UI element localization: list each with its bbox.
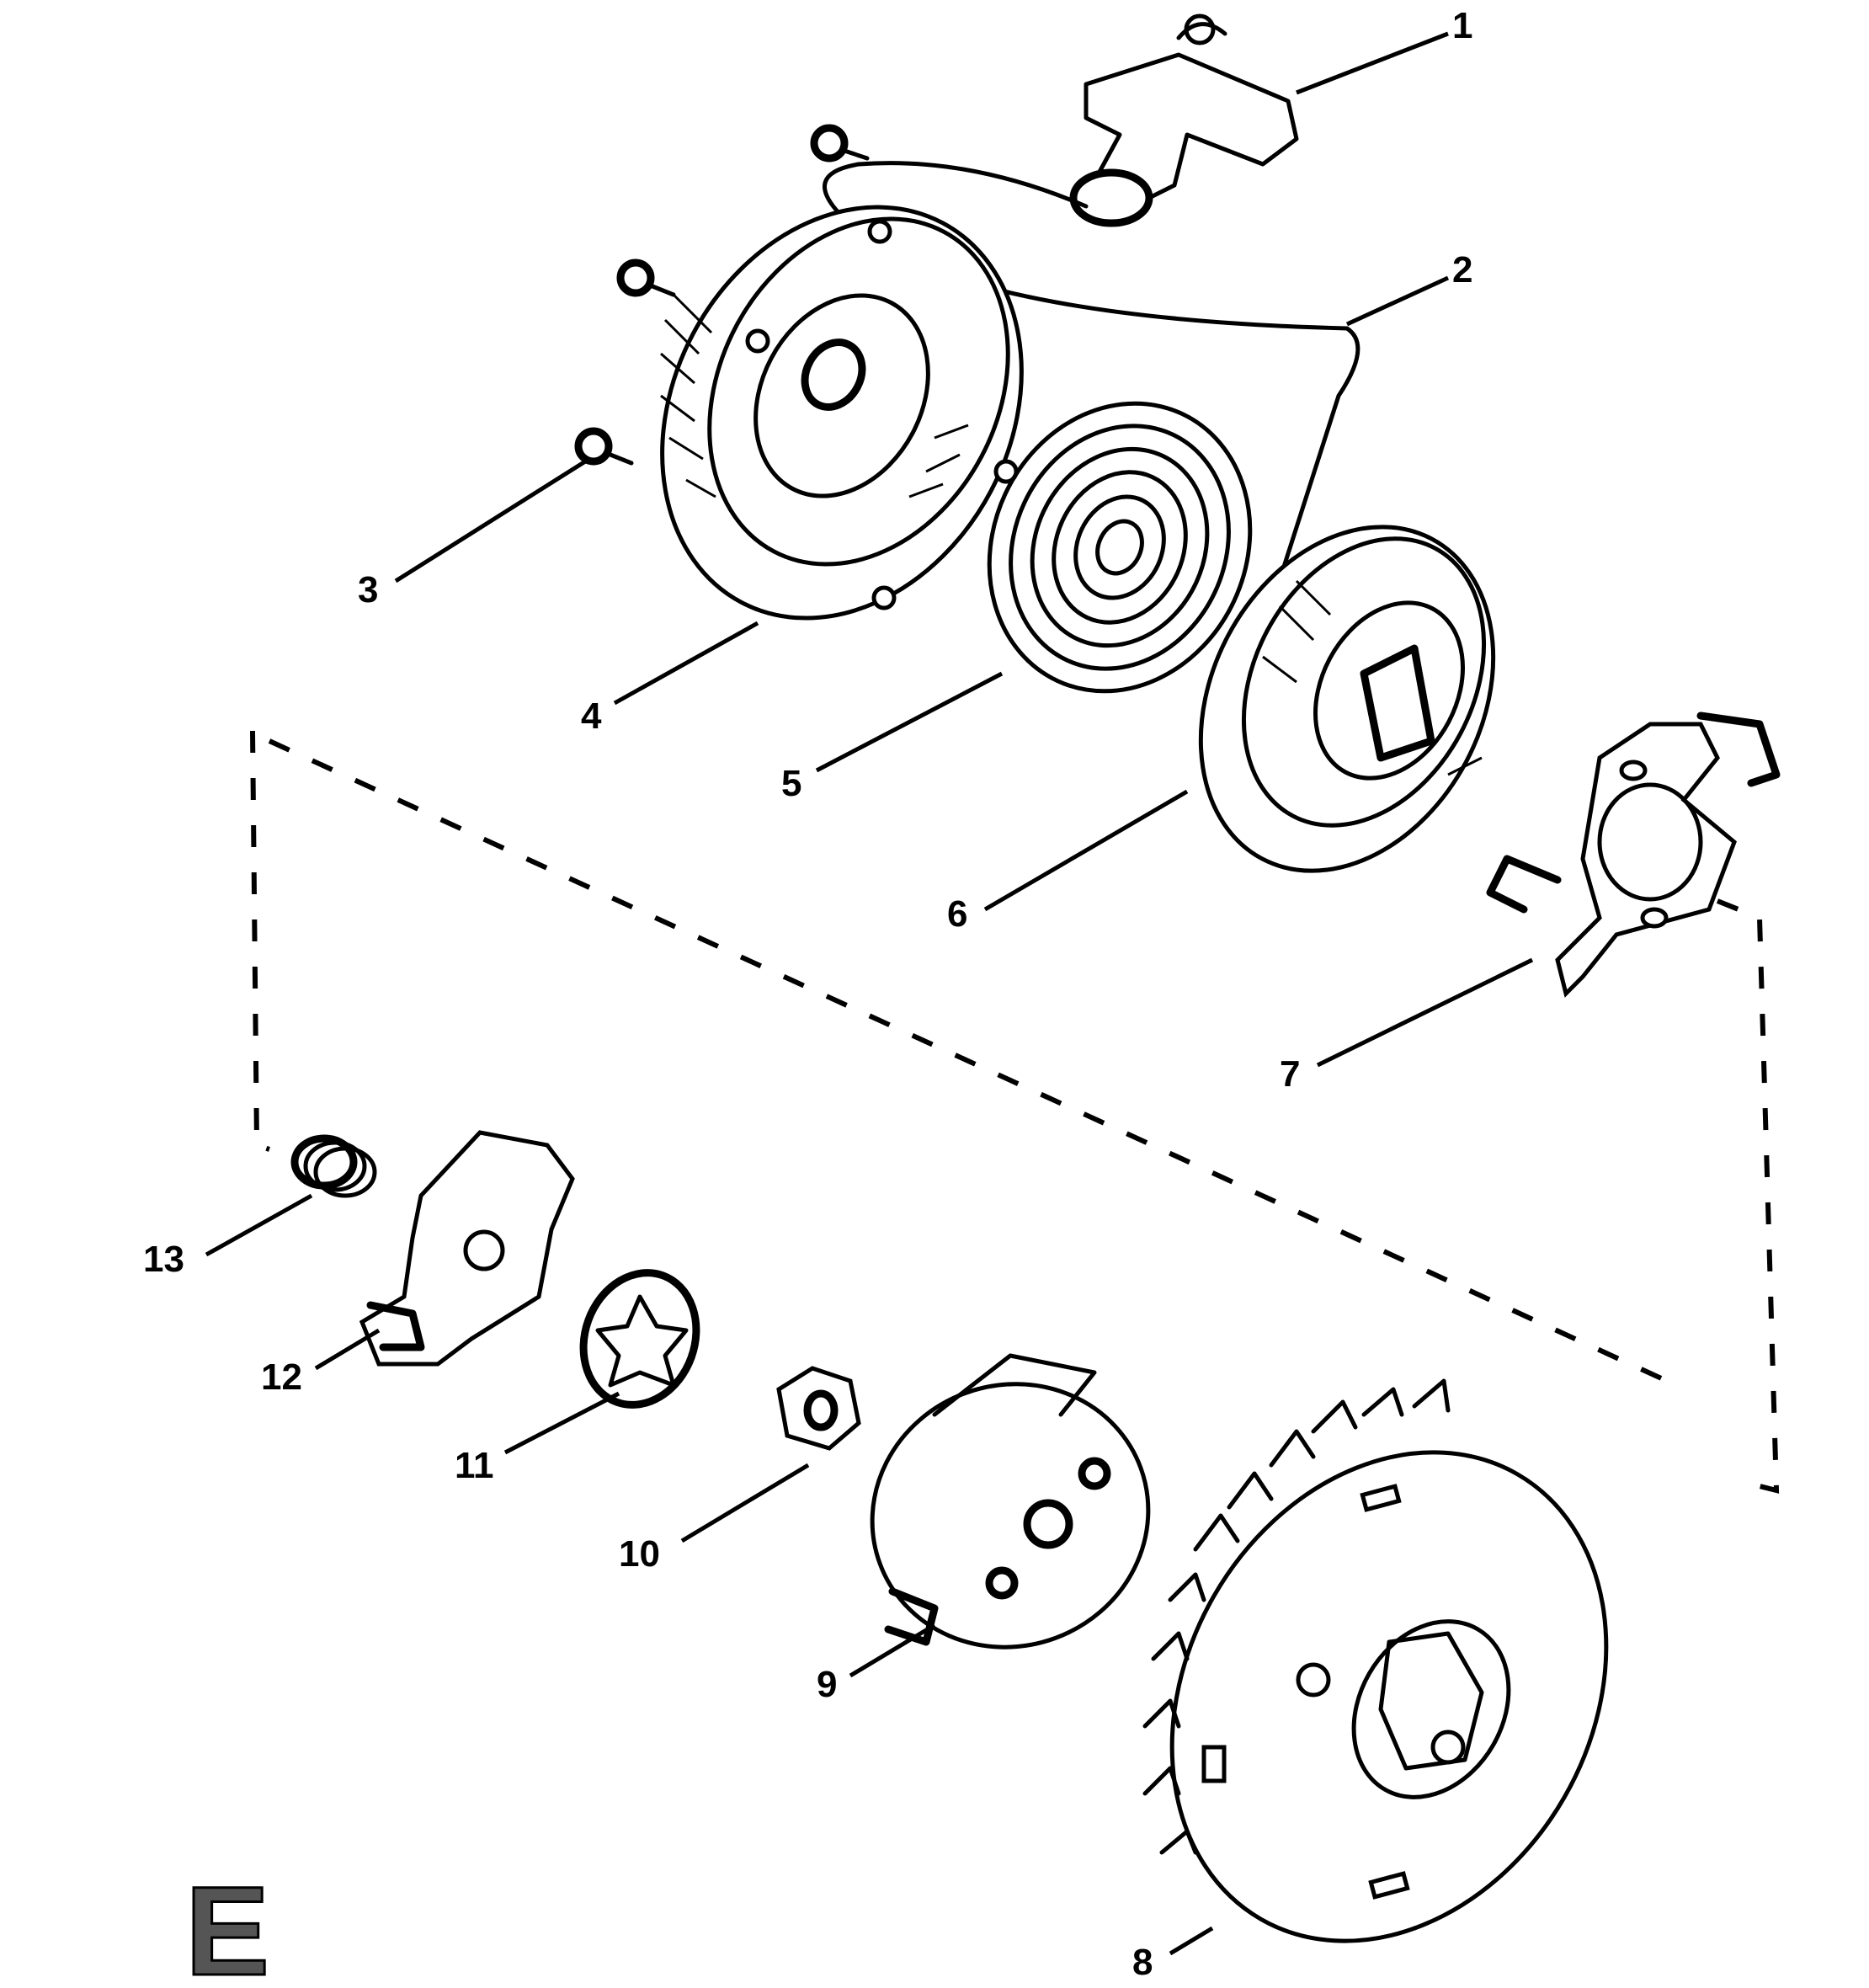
callout-9: 9 xyxy=(817,1664,837,1705)
flywheel xyxy=(1142,1378,1609,1943)
retaining-nut xyxy=(776,1366,861,1451)
callout-10: 10 xyxy=(619,1533,660,1575)
section-letter: E xyxy=(185,1860,269,1988)
small-spring xyxy=(290,1134,377,1198)
callout-5: 5 xyxy=(781,763,801,804)
callout-labels: 1 2 3 4 5 6 7 8 9 10 11 12 13 xyxy=(143,5,1472,1983)
section-badge: E xyxy=(184,1859,271,1988)
mounting-screws xyxy=(574,124,870,466)
leader-lines xyxy=(205,31,1534,1956)
assembly-guide-lines xyxy=(250,730,1780,1494)
rope-pulley xyxy=(1198,525,1496,873)
callout-4: 4 xyxy=(581,696,602,737)
callout-7: 7 xyxy=(1280,1053,1300,1095)
callout-11: 11 xyxy=(455,1445,494,1486)
callout-6: 6 xyxy=(947,893,967,935)
recoil-spring xyxy=(987,401,1253,694)
pawl-washer xyxy=(579,1269,700,1409)
starter-housing xyxy=(660,205,1024,621)
ratchet-plate xyxy=(359,1130,575,1367)
callout-1: 1 xyxy=(1452,5,1472,46)
callout-2: 2 xyxy=(1452,249,1472,290)
starter-handle xyxy=(1069,13,1299,227)
callout-3: 3 xyxy=(358,569,378,610)
callout-8: 8 xyxy=(1132,1942,1153,1983)
callout-13: 13 xyxy=(143,1239,184,1280)
starter-cup xyxy=(870,1353,1151,1650)
friction-plate xyxy=(1486,712,1781,998)
callout-12: 12 xyxy=(261,1356,302,1398)
